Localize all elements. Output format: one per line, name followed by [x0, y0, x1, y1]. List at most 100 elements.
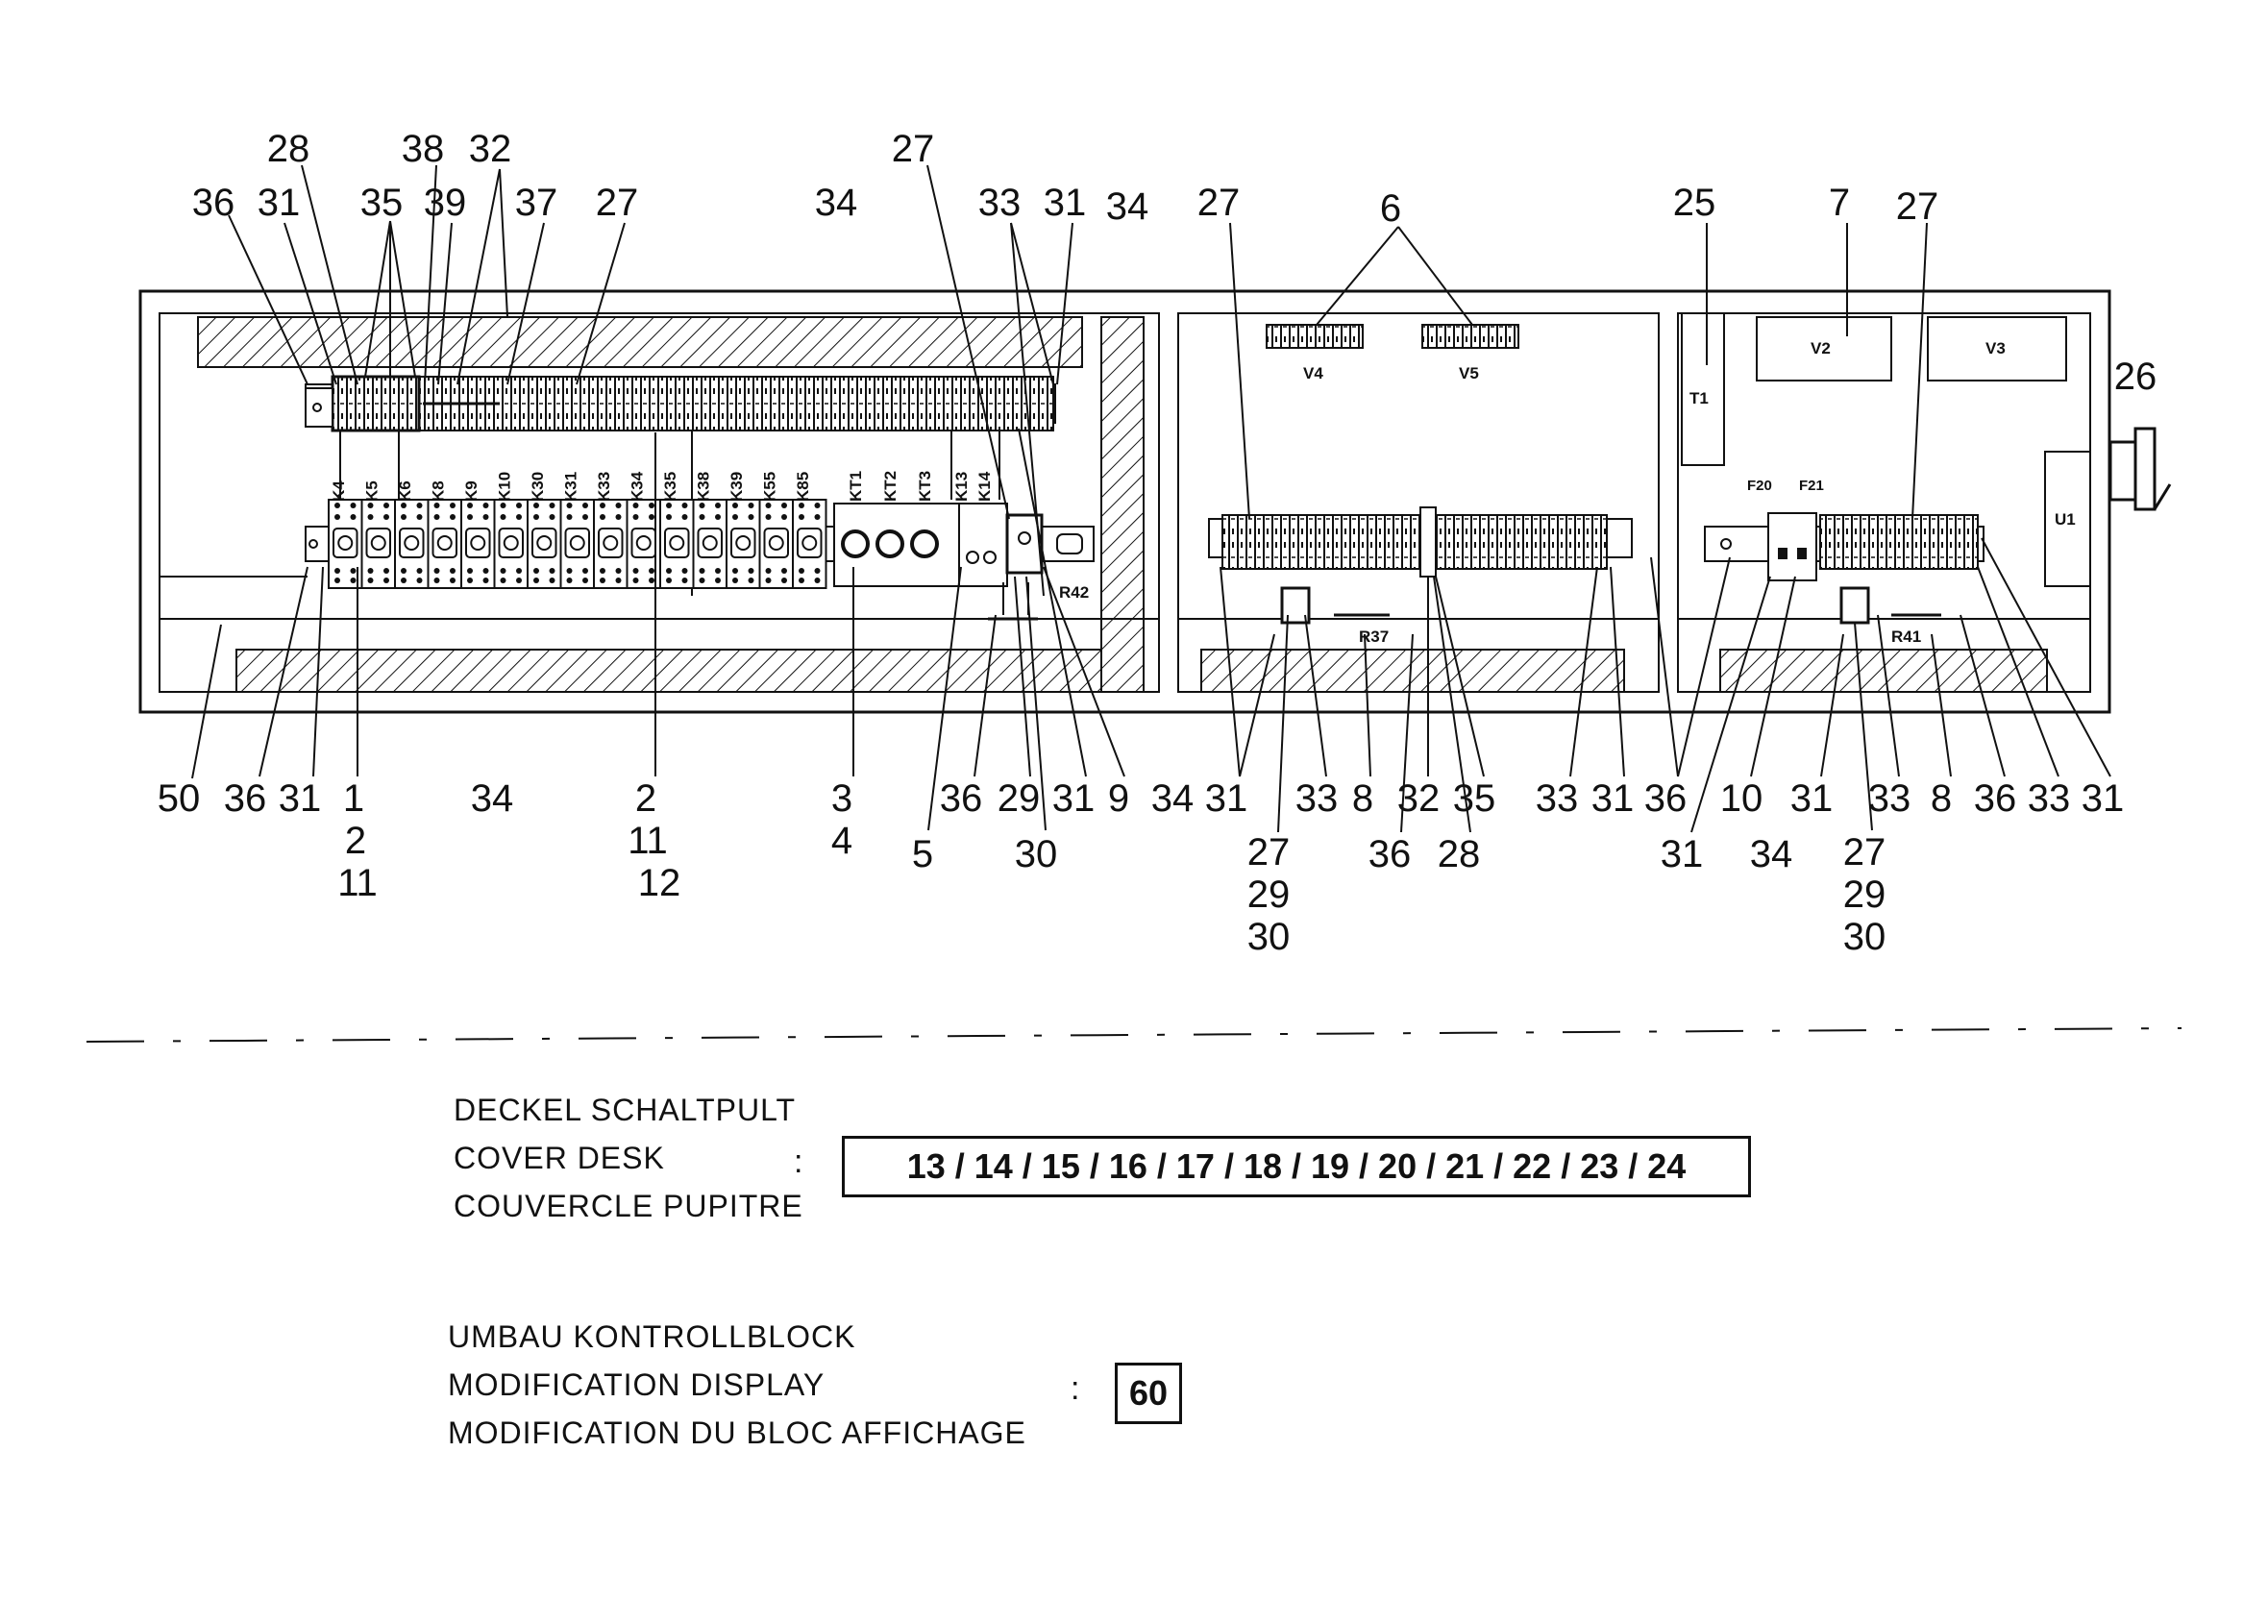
callout-number: 4	[831, 820, 852, 862]
callout-number: 31	[2082, 777, 2125, 820]
callout-number: 34	[1750, 833, 1793, 875]
v4-label: V4	[1303, 364, 1323, 382]
callout-number: 37	[515, 182, 558, 224]
callout-number: 35	[1453, 777, 1496, 820]
callout-number: 27	[1247, 831, 1291, 874]
relay-label: K4	[330, 480, 348, 502]
callout-number: 31	[1052, 777, 1096, 820]
relay-label: KT1	[847, 471, 865, 502]
relay-label: K13	[952, 472, 971, 502]
callout-number: 27	[892, 128, 935, 170]
u1-label: U1	[2055, 510, 2076, 529]
cover-label-fr: COUVERCLE PUPITRE	[454, 1189, 803, 1223]
callout-number: 27	[1197, 182, 1241, 224]
v2-label: V2	[1811, 339, 1831, 357]
modification-label-en: MODIFICATION DISPLAY	[448, 1367, 826, 1402]
callout-number: 2	[345, 820, 366, 862]
enclosure-outline	[138, 289, 2111, 714]
callout-number: 31	[1205, 777, 1248, 820]
t1-label: T1	[1689, 389, 1709, 407]
callout-number: 34	[471, 777, 514, 820]
callout-number: 8	[1931, 777, 1952, 820]
relay-module	[394, 499, 430, 589]
r42-label: R42	[1059, 583, 1089, 602]
relay-module	[360, 499, 396, 589]
cover-desk-labels: DECKEL SCHALTPULT COVER DESK COUVERCLE P…	[454, 1086, 803, 1230]
relay-module	[493, 499, 529, 589]
relay-label: K38	[695, 472, 713, 502]
callout-number: 29	[1247, 874, 1291, 916]
callout-number: 33	[978, 182, 1022, 224]
cover-label-en: COVER DESK	[454, 1141, 665, 1175]
callout-number: 26	[2114, 356, 2157, 398]
relay-module	[758, 499, 794, 589]
hatched-bar-bottom	[235, 649, 1102, 693]
v3-label: V3	[1985, 339, 2006, 357]
callout-number: 36	[192, 182, 235, 224]
relay-module	[559, 499, 595, 589]
callout-number: 1	[343, 777, 364, 820]
hatched-bar-vertical	[1100, 316, 1145, 693]
f20-label: F20	[1747, 478, 1772, 494]
callout-number: 38	[402, 128, 445, 170]
relay-modules	[328, 499, 827, 589]
relay-module	[460, 499, 496, 589]
v5-label: V5	[1459, 364, 1479, 382]
relay-label: K35	[661, 472, 679, 502]
callout-number: 30	[1015, 833, 1058, 875]
relay-label: KT3	[916, 471, 934, 502]
callout-number: 31	[1790, 777, 1834, 820]
callout-number: 11	[337, 862, 378, 904]
callout-number: 36	[1368, 833, 1412, 875]
relay-module	[659, 499, 695, 589]
callout-number: 33	[1536, 777, 1579, 820]
callout-number: 36	[1974, 777, 2017, 820]
callout-number: 31	[1044, 182, 1087, 224]
separator-line	[86, 1027, 2182, 1043]
callout-number: 5	[912, 833, 933, 875]
modification-label-fr: MODIFICATION DU BLOC AFFICHAGE	[448, 1415, 1026, 1450]
relay-label: K5	[363, 480, 382, 502]
callout-number: 29	[1843, 874, 1886, 916]
callout-number: 28	[1438, 833, 1481, 875]
modification-label-de: UMBAU KONTROLLBLOCK	[448, 1319, 856, 1354]
callout-number: 34	[1106, 185, 1149, 228]
callout-number: 10	[1720, 777, 1763, 820]
cover-codes-box: 13 / 14 / 15 / 16 / 17 / 18 / 19 / 20 / …	[842, 1136, 1751, 1197]
callout-number: 36	[224, 777, 267, 820]
middle-compartment	[1177, 312, 1660, 693]
callout-number: 50	[158, 777, 201, 820]
relay-label: K85	[794, 472, 812, 502]
callout-number: 30	[1247, 916, 1291, 958]
relay-label: K31	[562, 472, 580, 502]
callout-number: 27	[1896, 185, 1939, 228]
callout-number: 34	[815, 182, 858, 224]
callout-number: 30	[1843, 916, 1886, 958]
callout-number: 33	[1295, 777, 1339, 820]
callout-number: 31	[258, 182, 301, 224]
relay-label: K34	[629, 471, 647, 502]
relay-label: K30	[529, 472, 547, 502]
relay-module	[792, 499, 827, 589]
relay-module	[593, 499, 629, 589]
relay-module	[328, 499, 363, 589]
relay-label: K6	[396, 480, 414, 502]
relay-label: K8	[430, 480, 448, 502]
hatched-bar-middle	[1200, 649, 1625, 693]
callout-number: 32	[1397, 777, 1441, 820]
callout-number: 34	[1151, 777, 1195, 820]
callout-number: 2	[635, 777, 656, 820]
hatched-bar-top	[197, 316, 1083, 368]
relay-module	[726, 499, 761, 589]
callout-number: 28	[267, 128, 310, 170]
f21-label: F21	[1799, 478, 1824, 494]
relay-label: K9	[462, 480, 481, 502]
callout-number: 6	[1380, 187, 1401, 230]
cover-label-de: DECKEL SCHALTPULT	[454, 1093, 797, 1127]
relay-label: K14	[975, 471, 994, 502]
modification-code-box: 60	[1115, 1363, 1182, 1424]
callout-number: 31	[1591, 777, 1635, 820]
